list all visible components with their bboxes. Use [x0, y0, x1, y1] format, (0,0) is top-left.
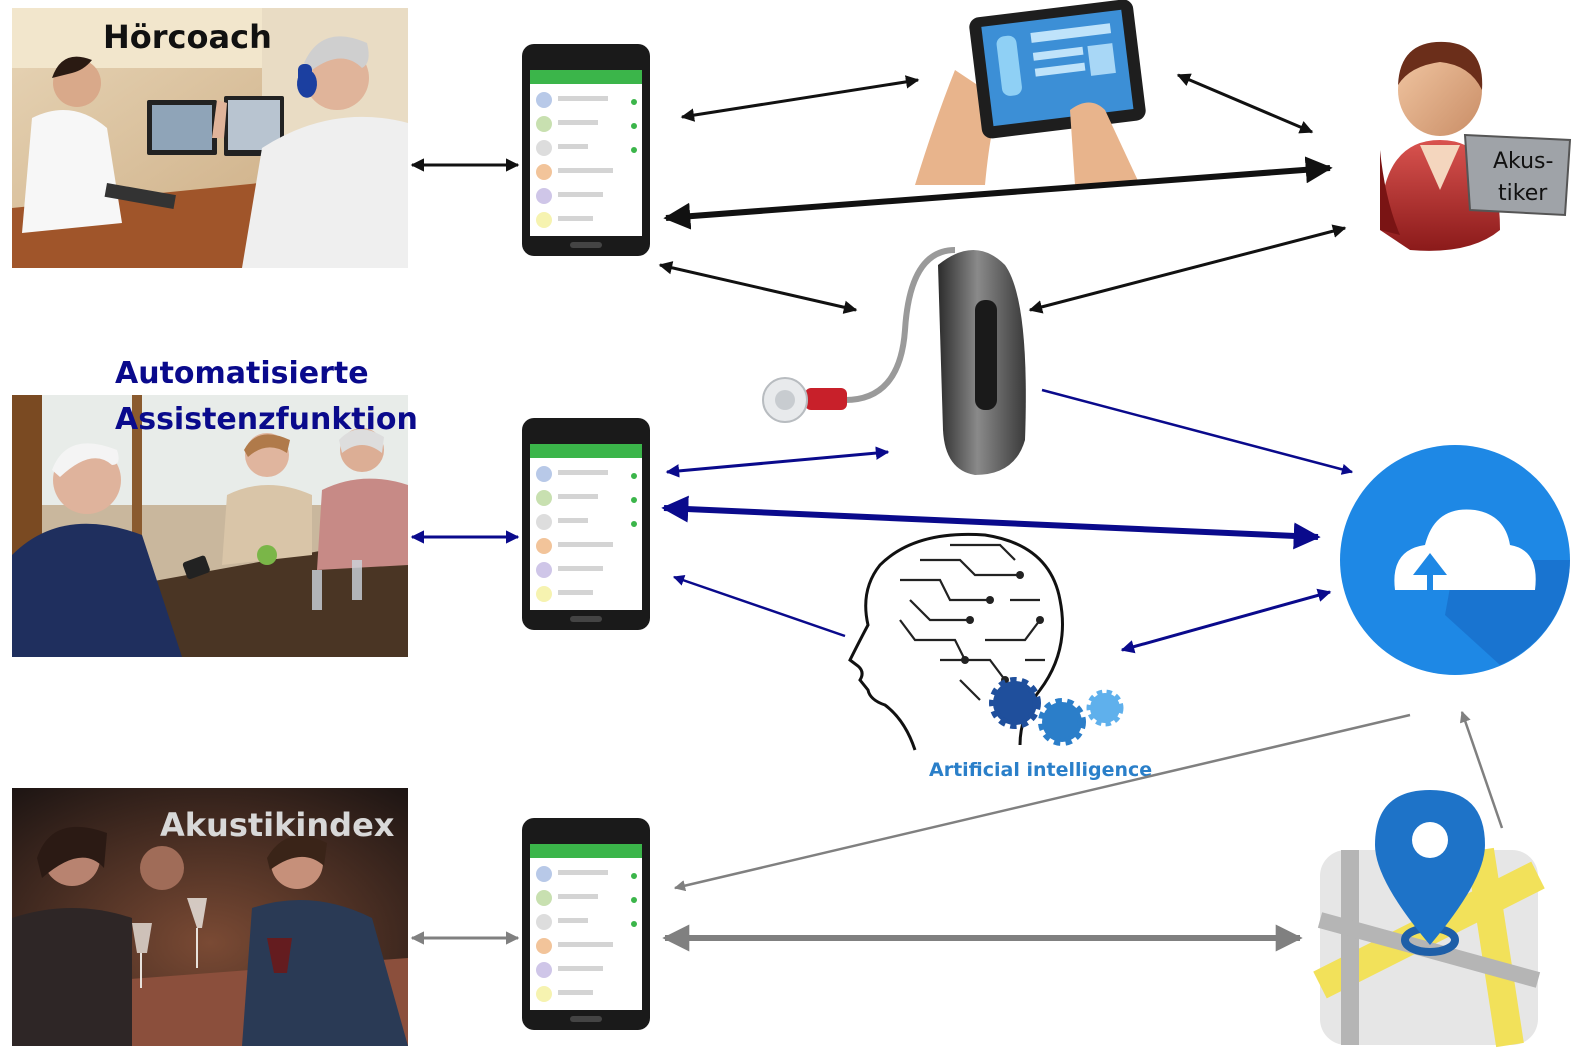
photo-assistenzfunktion	[12, 395, 408, 657]
label-hoercoach: Hörcoach	[103, 18, 272, 56]
cloud-upload-icon	[1340, 445, 1570, 675]
arrow-hearingaid-cloud	[1041, 388, 1354, 475]
arrow-phone2-cloud	[661, 495, 1321, 550]
label-akustikindex: Akustikindex	[160, 806, 395, 844]
audiologist-icon: Akus- tiker	[1380, 41, 1572, 251]
arrows-gray	[410, 710, 1504, 952]
arrow-phone1-hearingaid	[658, 261, 858, 314]
arrows-black	[410, 73, 1347, 314]
arrow-ai-phone2	[672, 574, 846, 638]
tablet-icon	[915, 0, 1146, 185]
arrow-phone1-akustiker	[663, 156, 1333, 230]
arrow-tablet-akustiker	[1176, 73, 1314, 134]
photo-akustikindex	[12, 788, 408, 1046]
smartphone-icon	[522, 418, 650, 630]
arrow-phone1-tablet	[680, 75, 920, 122]
label-artificial-intelligence: Artificial intelligence	[929, 759, 1152, 781]
arrow-cloud-phone3	[673, 713, 1411, 892]
map-pin-icon	[1313, 790, 1545, 1048]
arrow-ai-cloud	[1120, 588, 1332, 654]
label-automatisierte-line1: Automatisierte	[115, 356, 369, 391]
label-akustiker-line1: Akus-	[1493, 149, 1553, 174]
label-akustiker-line2: tiker	[1498, 181, 1548, 206]
photo-hoercoach	[12, 8, 408, 268]
smartphone-icon	[522, 818, 650, 1030]
ai-head-icon: Artificial intelligence	[848, 532, 1152, 781]
hearing-aid-icon	[762, 247, 1026, 475]
arrow-map-cloud	[1459, 710, 1504, 829]
arrows-blue	[410, 388, 1354, 654]
smartphone-icon	[522, 44, 650, 256]
arrow-akustiker-hearingaid	[1028, 224, 1347, 314]
label-automatisierte-line2: Assistenzfunktion	[115, 402, 418, 437]
arrow-phone2-hearingaid	[665, 446, 890, 478]
